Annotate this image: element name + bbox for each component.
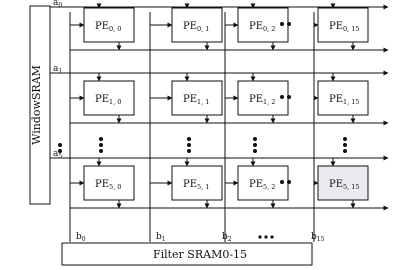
pe-115 [317,80,369,116]
row-input-label: a1 [53,64,62,75]
pe-12 [237,80,289,116]
ellipsis-dot [287,180,291,184]
filter-sram-block: Filter SRAM0-15 [61,242,313,266]
pe-515 [317,165,369,201]
ellipsis-dots [58,22,347,239]
window-sram-block: WindowSRAM [29,5,51,205]
row-input-label: a0 [53,0,62,9]
ellipsis-dot [287,95,291,99]
col-input-label: b15 [311,232,325,243]
ellipsis-dot [287,22,291,26]
pe-52 [237,165,289,201]
row-input-label: a5 [53,149,62,160]
pe-10 [83,80,135,116]
ellipsis-dot [280,180,284,184]
pe-11 [171,80,223,116]
pe-00 [83,7,135,43]
pe-50 [83,165,135,201]
ellipsis-dot [280,95,284,99]
filter-sram-label: Filter SRAM0-15 [153,248,247,261]
ellipsis-dot [280,22,284,26]
pe-015 [317,7,369,43]
pe-01 [171,7,223,43]
col-input-label: b2 [222,232,232,243]
window-sram-label: WindowSRAM [30,65,43,145]
col-input-label: b1 [156,232,166,243]
pe-51 [171,165,223,201]
col-input-label: b0 [76,232,86,243]
